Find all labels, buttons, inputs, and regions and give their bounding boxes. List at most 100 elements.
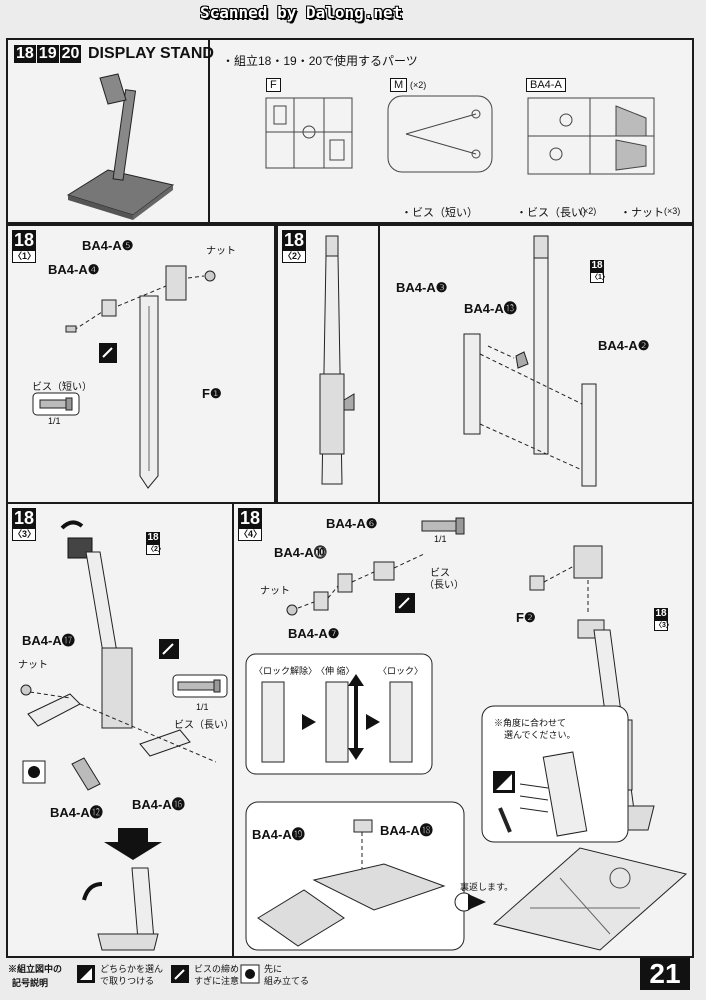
- screw-caution-icon: [99, 343, 117, 363]
- choose-one-icon: [77, 965, 95, 983]
- step-18-2a-illustration: [319, 235, 355, 485]
- parts-intro: ・組立18・19・20で使用するパーツ: [222, 54, 418, 68]
- screw-long-qty: (×2): [580, 206, 597, 216]
- step-number: 18〈4〉: [238, 508, 263, 541]
- part-label-f2: F❷: [516, 610, 536, 625]
- part-label-a4: BA4-A❹: [48, 262, 100, 277]
- part-label-a18: BA4-A⓲: [380, 823, 433, 838]
- screw-short-label: ・ビス（短い）: [401, 207, 478, 219]
- flip-arrow-icon: [454, 892, 486, 912]
- step-number: 18〈1〉: [12, 230, 37, 263]
- screw-label: ビス: [430, 568, 450, 579]
- step-18-3-panel: 18〈3〉 18〈2〉 BA4-A⓱ ナット 1/1 ビス（長い）: [6, 502, 234, 958]
- step-18-2b-illustration: [463, 235, 597, 487]
- step-18-4a-illustration: [286, 553, 425, 616]
- runner-f-illustration: [265, 97, 353, 169]
- legend-title-2: 記号説明: [12, 978, 49, 988]
- part-label-a19: BA4-A⓳: [252, 827, 305, 842]
- screw-label: ビス（短い）: [32, 382, 92, 393]
- lock-label: 〈ロック〉: [378, 666, 424, 676]
- lock-release-label: 〈ロック解除〉: [254, 666, 318, 676]
- display-stand-illustration: [66, 73, 175, 220]
- lock-illustration: [245, 653, 433, 775]
- scale-label: 1/1: [434, 534, 447, 544]
- step-18-1-panel: 18〈1〉 BA4-A❺ ナット BA4-A❹ ビス（短い） 1/1 F❶: [6, 224, 276, 504]
- part-label-a6: BA4-A❻: [326, 516, 378, 531]
- angle-note-1: ※角度に合わせて: [494, 718, 567, 728]
- part-label-f1: F❶: [202, 386, 222, 401]
- screw-caution-icon: [171, 965, 189, 983]
- runner-m-qty: (×2): [410, 80, 427, 90]
- page-title: DISPLAY STAND: [88, 45, 214, 62]
- assemble-first-icon: [240, 964, 260, 984]
- step-badge: 18: [14, 45, 36, 63]
- parts-panel: 18 19 20 DISPLAY STAND ・組立18・19・20で使用するパ…: [6, 38, 694, 224]
- legend-item3-line2: 組み立てる: [264, 976, 310, 986]
- legend-item1-line1: どちらかを選ん: [100, 964, 164, 974]
- scale-label: 1/1: [196, 702, 209, 712]
- legend-item2-line1: ビスの締め: [194, 964, 240, 974]
- divider: [208, 40, 210, 222]
- step-18-3a-illustration: [60, 520, 133, 729]
- nut-label: ナット: [18, 660, 48, 671]
- step-number: 18〈3〉: [12, 508, 37, 541]
- step-badge: 19: [36, 45, 59, 63]
- choose-one-icon: [493, 771, 515, 793]
- screw-caution-icon: [395, 593, 415, 613]
- screw-caution-icon: [159, 639, 179, 659]
- extend-label: 〈伸 縮〉: [316, 666, 355, 676]
- screw-label-2: （長い）: [424, 580, 464, 591]
- part-label-a13: BA4-A⓭: [464, 301, 517, 316]
- part-label-a5: BA4-A❺: [82, 238, 134, 253]
- flip-label: 裏返します。: [460, 882, 514, 892]
- angle-select-illustration: [481, 705, 629, 843]
- part-label-a7: BA4-A❼: [288, 626, 340, 641]
- ref-step: 18〈1〉: [590, 260, 609, 283]
- part-label-a16: BA4-A⓰: [132, 797, 185, 812]
- page-number: 21: [640, 958, 690, 990]
- step-18-3c-illustration: [82, 828, 162, 951]
- step-18-3b-illustration: [20, 684, 217, 791]
- step-18-4-panel: 18〈4〉 BA4-A❻ 1/1 BA4-A⓾ ビス （長い） ナット BA4-…: [232, 502, 694, 958]
- screw-short-icon: [32, 392, 80, 416]
- base-underside-illustration: [492, 847, 688, 951]
- scan-credit: Scanned by Dalong.net: [200, 3, 403, 22]
- runner-m-label: M: [390, 78, 408, 92]
- part-label-a2: BA4-A❷: [598, 338, 650, 353]
- ref-step: 18〈2〉: [146, 532, 165, 555]
- screw-long-icon: [172, 674, 228, 698]
- part-label-a17: BA4-A⓱: [22, 633, 75, 648]
- part-label-a3: BA4-A❸: [396, 280, 448, 295]
- angle-note-2: 選んでください。: [504, 730, 576, 740]
- step-18-1-illustration: [65, 265, 216, 489]
- legend-item2-line2: すぎに注意: [194, 976, 240, 986]
- nut-label: ナット: [206, 246, 236, 257]
- divider: [378, 226, 380, 502]
- runner-ba4a-illustration: [527, 97, 655, 175]
- legend-title-1: ※組立図中の: [8, 964, 63, 974]
- nut-qty: (×3): [664, 206, 681, 216]
- legend: ※組立図中の 記号説明 どちらかを選ん で取りつける ビスの締め すぎに注意 先…: [6, 958, 606, 994]
- part-label-a12: BA4-A⓬: [50, 805, 103, 820]
- ref-step: 18〈3〉: [654, 608, 673, 631]
- runner-ba4a-label: BA4-A: [526, 78, 566, 92]
- header: Scanned by Dalong.net: [0, 0, 706, 26]
- screw-long-label: ・ビス（長い）: [516, 207, 593, 219]
- step-badge: 20: [59, 45, 82, 63]
- step-18-2-panel: 18〈2〉 BA4-A❸ BA4-A⓭ BA4-A❷ 18〈1〉: [276, 224, 694, 504]
- legend-item3-line1: 先に: [264, 964, 283, 974]
- part-label-a10: BA4-A⓾: [274, 545, 327, 560]
- legend-item1-line2: で取りつける: [100, 976, 155, 986]
- runner-f-label: F: [266, 78, 281, 92]
- assemble-first-icon: [22, 760, 46, 784]
- scale-label: 1/1: [48, 416, 61, 426]
- screw-label: ビス（長い）: [174, 720, 234, 731]
- base-illustration: [245, 801, 465, 951]
- nut-label: ・ナット: [620, 207, 664, 219]
- step-number: 18〈2〉: [282, 230, 307, 263]
- runner-m-illustration: [387, 95, 493, 173]
- step-badges: 18 19 20: [14, 45, 82, 63]
- screw-long-icon: [421, 517, 465, 535]
- nut-label: ナット: [260, 586, 290, 597]
